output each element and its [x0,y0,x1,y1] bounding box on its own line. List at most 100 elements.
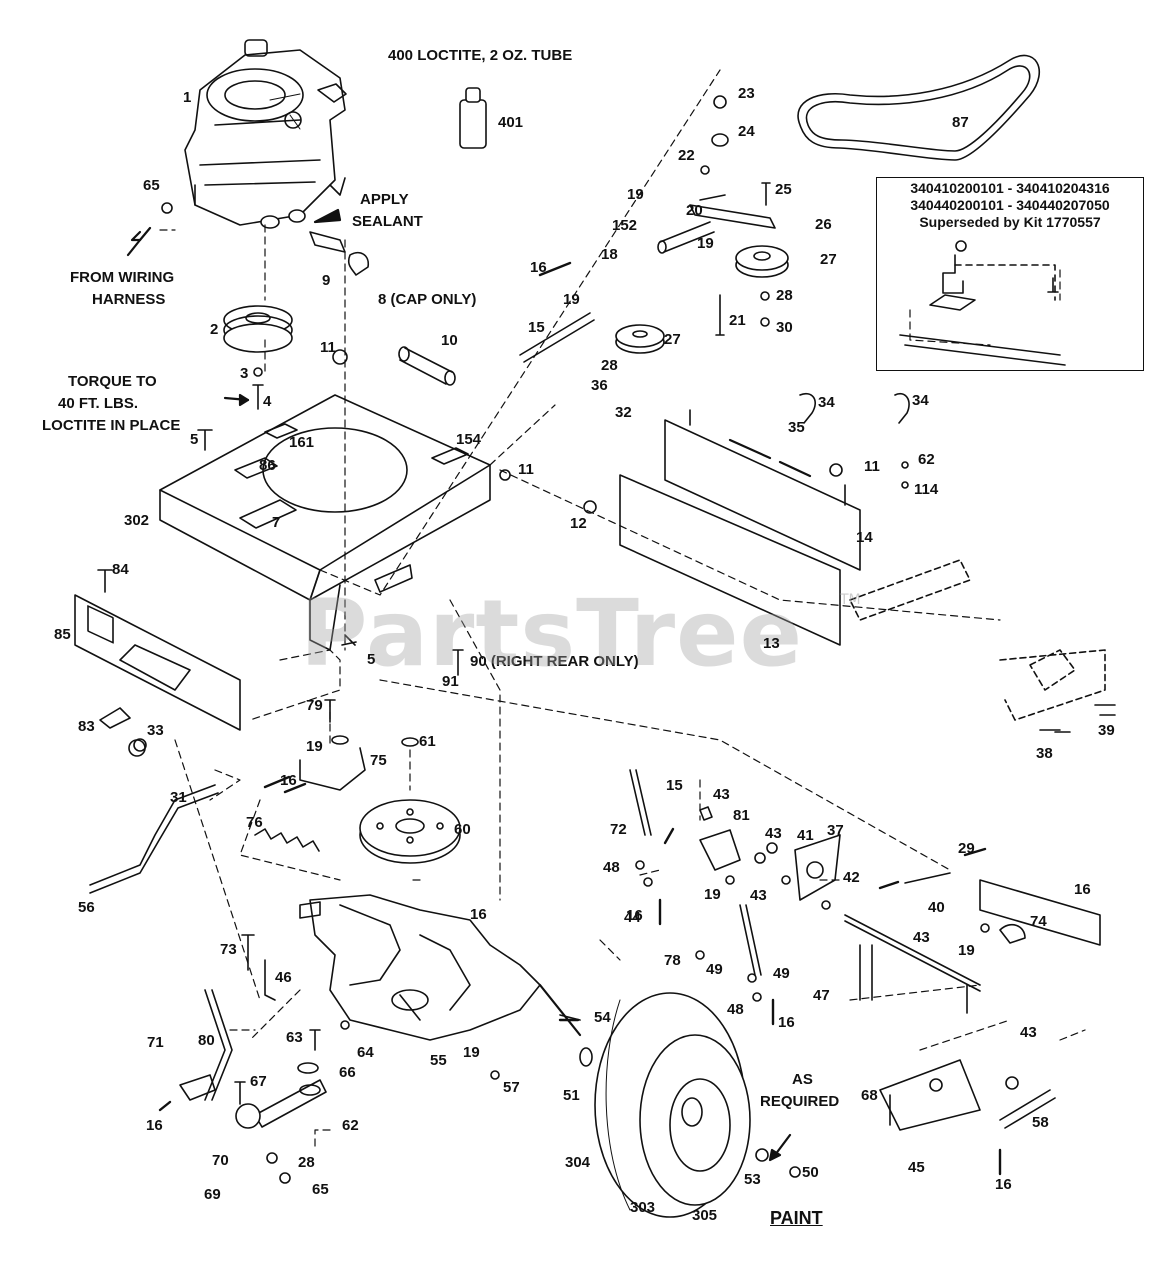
control-linkage-group [629,769,1101,1131]
part-number-label: 65 [143,177,160,194]
part-number-label: 33 [147,722,164,739]
part-number-label: 19 [704,886,721,903]
part-number-label: 47 [813,987,830,1004]
part-number-label: 23 [738,85,755,102]
part-number-label: 25 [775,181,792,198]
spacer-part-10 [398,346,456,386]
part-number-label: 62 [918,451,935,468]
note-apply-sealant-line1: APPLY [360,191,409,208]
engine-part-1 [184,39,347,229]
engine-pulley-part-2 [223,305,293,353]
part-number-label: 19 [697,235,714,252]
part-number-label: 36 [591,377,608,394]
part-number-label: 10 [441,332,458,349]
part-number-label: 43 [765,825,782,842]
part-number-label: 34 [818,394,835,411]
part-number-label: 3 [240,365,249,382]
note-wiring-line1: FROM WIRING [70,269,175,286]
part-number-label: 43 [913,929,930,946]
loctite-tube-part-401 [459,87,487,149]
part-number-label: 76 [246,814,263,831]
part-number-label: 61 [419,733,436,750]
part-number-label: 26 [815,216,832,233]
part-number-label: 69 [204,1186,221,1203]
part-number-label: 12 [570,515,587,532]
part-number-label: 2 [210,321,219,338]
part-number-label: 58 [1032,1114,1049,1131]
part-number-label: 72 [610,821,627,838]
part-number-label: 114 [914,481,939,498]
part-number-label: 16 [280,772,297,789]
part-number-label: 35 [788,419,805,436]
part-number-label: 16 [995,1176,1012,1193]
panel-part-14 [664,393,910,571]
note-loctite-tube: 400 LOCTITE, 2 OZ. TUBE [388,47,573,64]
part-number-label: 48 [603,859,620,876]
part-number-label: 55 [430,1052,447,1069]
part-number-label: 85 [54,626,71,643]
part-number-label: 18 [601,246,618,263]
part-number-label: 154 [456,431,482,448]
note-torque-line2: 40 FT. LBS. [58,395,139,412]
note-as-required-line2: REQUIRED [760,1093,840,1110]
part-number-label: 71 [147,1034,164,1051]
part-number-label: 83 [78,718,95,735]
part-number-label: 70 [212,1152,229,1169]
part-number-label: 7 [272,514,281,531]
part-number-label: 27 [820,251,837,268]
part-number-label: 28 [601,357,618,374]
part-number-label: 80 [198,1032,215,1049]
part-number-label: 41 [797,827,814,844]
watermark: PartsTree [300,580,803,687]
part-number-label: 161 [289,434,315,451]
part-number-label: 28 [776,287,793,304]
part-number-label: 31 [170,789,187,806]
part-number-label: 19 [958,942,975,959]
part-number-label: 37 [827,822,844,839]
alignment-lines [159,69,1086,1151]
part-number-label: 16 [146,1117,163,1134]
part-number-label: 49 [773,965,790,982]
part-number-label: 87 [952,114,969,131]
part-number-label: 28 [298,1154,315,1171]
note-as-required-line1: AS [792,1071,813,1088]
part-number-label: 304 [565,1154,591,1171]
part-number-label: 65 [312,1181,329,1198]
part-number-label: 49 [706,961,723,978]
part-number-label: 51 [563,1087,580,1104]
part-number-label: 14 [856,529,873,546]
watermark-trademark: TM [840,592,861,608]
rear-bracket-assembly [849,559,1116,733]
note-right-rear-only: 90 (RIGHT REAR ONLY) [470,653,639,670]
part-number-label: 24 [738,123,755,140]
part-number-label: 19 [563,291,580,308]
part-number-label: 81 [733,807,750,824]
part-number-label: 48 [727,1001,744,1018]
part-number-label: 42 [843,869,860,886]
drive-belt-part-87 [797,54,1041,161]
part-number-label: 1 [183,89,192,106]
part-number-label: 21 [729,312,746,329]
note-cap-only: 8 (CAP ONLY) [378,291,477,308]
part-number-label: 86 [259,457,276,474]
fitting-part-9 [309,231,370,276]
transaxle-assembly [299,894,582,1041]
part-number-label: 15 [528,319,545,336]
part-number-label: 40 [928,899,945,916]
cotter-pins [158,782,987,1112]
part-number-label: 67 [250,1073,267,1090]
bracket-part-85 [74,594,241,731]
part-number-label: 32 [615,404,632,421]
steering-parts-group [519,95,789,363]
part-number-label: 13 [763,635,780,652]
part-number-label: 27 [664,331,681,348]
part-number-label: 4 [263,393,272,410]
kit-detail-drawing [899,240,1066,366]
part-number-label: 11 [320,339,336,356]
part-number-label: 50 [802,1164,819,1181]
part-number-label: 62 [342,1117,359,1134]
part-number-label: 16 [626,907,643,924]
part-number-label: 16 [1074,881,1091,898]
